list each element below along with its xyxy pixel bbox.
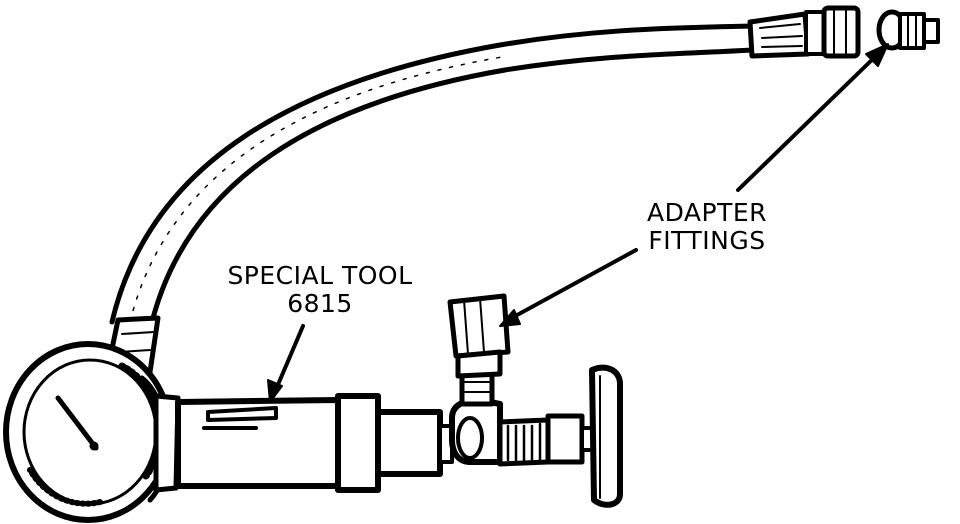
leader-adapter-fitting-upper — [736, 43, 889, 192]
pressure-gauge — [3, 341, 173, 523]
tee-fitting — [449, 369, 503, 465]
hose-end-fitting — [747, 5, 861, 59]
gauge-needle — [55, 395, 99, 451]
shutoff-valve — [497, 413, 598, 467]
adapter-fittings-label-line2: FITTINGS — [648, 226, 766, 255]
hose — [109, 23, 755, 333]
tool-body-cylinder — [153, 393, 454, 493]
valve-handle — [589, 364, 623, 508]
special-tool-label-line2: 6815 — [287, 289, 353, 318]
adapter-fittings-label: ADAPTER FITTINGS — [640, 199, 774, 255]
adapter-fitting-installed — [447, 293, 511, 379]
adapter-fittings-label-line1: ADAPTER — [646, 198, 768, 227]
special-tool-label: SPECIAL TOOL 6815 — [222, 262, 418, 318]
adapter-fitting-loose — [876, 9, 940, 51]
leader-special-tool — [267, 324, 305, 403]
leader-adapter-fitting-lower — [499, 248, 638, 327]
special-tool-label-line1: SPECIAL TOOL — [227, 261, 413, 290]
